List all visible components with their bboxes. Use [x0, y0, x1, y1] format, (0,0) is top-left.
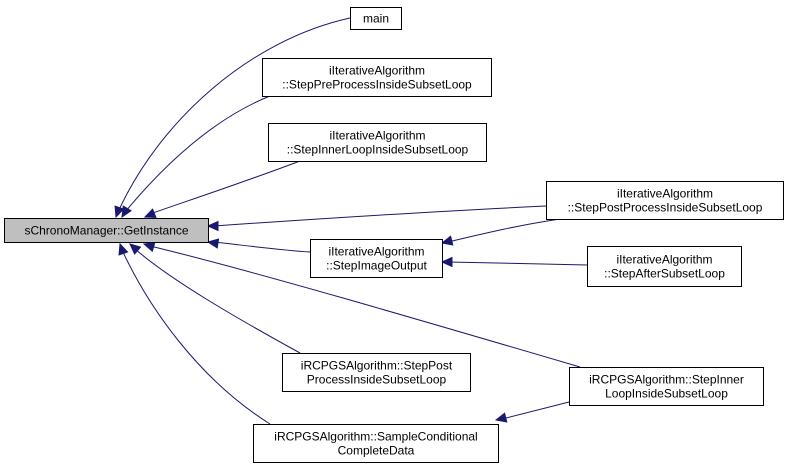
edge-line [133, 247, 301, 354]
edge-arrowhead [206, 220, 219, 232]
node-label-line: ::StepInnerLoopInsideSubsetLoop [287, 143, 469, 157]
edge-arrowhead [129, 243, 142, 255]
node-label-line: iRCPGSAlgorithm::SampleConditional [274, 430, 477, 444]
edge-arrowhead [440, 235, 454, 246]
edge-arrowhead [114, 205, 125, 219]
node-rcpgs-step-inner[interactable]: iRCPGSAlgorithm::StepInnerLoopInsideSubs… [569, 367, 764, 406]
node-label-line: iRCPGSAlgorithm::StepInner [589, 373, 744, 387]
node-label-line: ::StepAfterSubsetLoop [604, 267, 725, 281]
nodes-layer: sChronoManager::GetInstance mainiIterativ… [4, 7, 784, 463]
node-label-line: iIterativeAlgorithm [617, 187, 713, 201]
node-label-line: sChronoManager::GetInstance [24, 224, 188, 238]
edge-line [149, 160, 301, 215]
node-label-line: ::StepImageOutput [326, 259, 427, 273]
node-box [310, 239, 443, 278]
node-label-line: iIterativeAlgorithm [328, 245, 424, 259]
node-step-inner-loop[interactable]: iIterativeAlgorithm::StepInnerLoopInside… [268, 123, 487, 162]
edge-line [149, 245, 581, 368]
edge-rcpgs-sample-to-root [118, 242, 271, 425]
edge-step-inner-loop-to-root [143, 160, 301, 218]
node-main[interactable]: main [350, 7, 402, 30]
edge-arrowhead [143, 208, 157, 218]
node-box [262, 58, 492, 97]
node-label-line: iRCPGSAlgorithm::StepPost [301, 359, 453, 373]
node-box [253, 424, 499, 463]
node-box [587, 246, 742, 287]
edge-rcpgs-step-inner-to-rcpgs-sample [494, 401, 570, 423]
edge-line [447, 261, 588, 266]
node-label-line: ProcessInsideSubsetLoop [307, 373, 447, 387]
edge-arrowhead [118, 242, 129, 256]
edge-line [213, 205, 547, 227]
edge-arrowhead [206, 238, 220, 249]
node-box [4, 218, 209, 243]
edge-arrowhead [440, 256, 453, 268]
node-step-post-process[interactable]: iIterativeAlgorithm::StepPostProcessInsi… [546, 181, 784, 220]
node-label-line: iIterativeAlgorithm [616, 253, 712, 267]
node-rcpgs-sample[interactable]: iRCPGSAlgorithm::SampleConditionalComple… [253, 424, 499, 463]
edge-arrowhead [142, 241, 156, 253]
node-label-line: iIterativeAlgorithm [329, 64, 425, 78]
edge-rcpgs-step-inner-to-root [142, 241, 581, 368]
edge-step-image-output-to-root [206, 238, 311, 253]
node-box [569, 367, 764, 406]
node-label-line: main [363, 12, 389, 26]
node-box [546, 181, 784, 220]
node-step-image-output[interactable]: iIterativeAlgorithm::StepImageOutput [310, 239, 443, 278]
node-label-line: LoopInsideSubsetLoop [605, 387, 728, 401]
edge-arrowhead [494, 412, 508, 423]
edge-step-post-process-to-root [206, 205, 547, 232]
node-box [350, 7, 402, 30]
node-step-pre-process[interactable]: iIterativeAlgorithm::StepPreProcessInsid… [262, 58, 492, 97]
edge-rcpgs-step-post-to-root [129, 243, 301, 354]
node-box [268, 123, 487, 162]
node-label-line: iIterativeAlgorithm [329, 129, 425, 143]
edge-step-post-process-to-step-image-output [440, 218, 561, 246]
edges-layer [114, 17, 588, 425]
edge-line [447, 218, 561, 243]
edge-main-to-root [114, 17, 351, 219]
node-label-line: ::StepPostProcessInsideSubsetLoop [568, 201, 763, 215]
edge-line [121, 249, 271, 425]
node-label-line: CompleteData [338, 444, 415, 458]
node-label-line: ::StepPreProcessInsideSubsetLoop [282, 78, 472, 92]
edge-line [501, 401, 570, 420]
node-root[interactable]: sChronoManager::GetInstance [4, 218, 209, 243]
edge-arrowhead [121, 205, 132, 219]
node-box [282, 353, 471, 392]
edge-line [213, 241, 311, 253]
edge-line [117, 17, 351, 213]
edge-line [124, 95, 271, 213]
edge-step-after-subset-to-step-image-output [440, 256, 588, 268]
node-step-after-subset[interactable]: iIterativeAlgorithm::StepAfterSubsetLoop [587, 246, 742, 287]
edge-step-pre-process-to-root [121, 95, 271, 219]
node-rcpgs-step-post[interactable]: iRCPGSAlgorithm::StepPostProcessInsideSu… [282, 353, 471, 392]
